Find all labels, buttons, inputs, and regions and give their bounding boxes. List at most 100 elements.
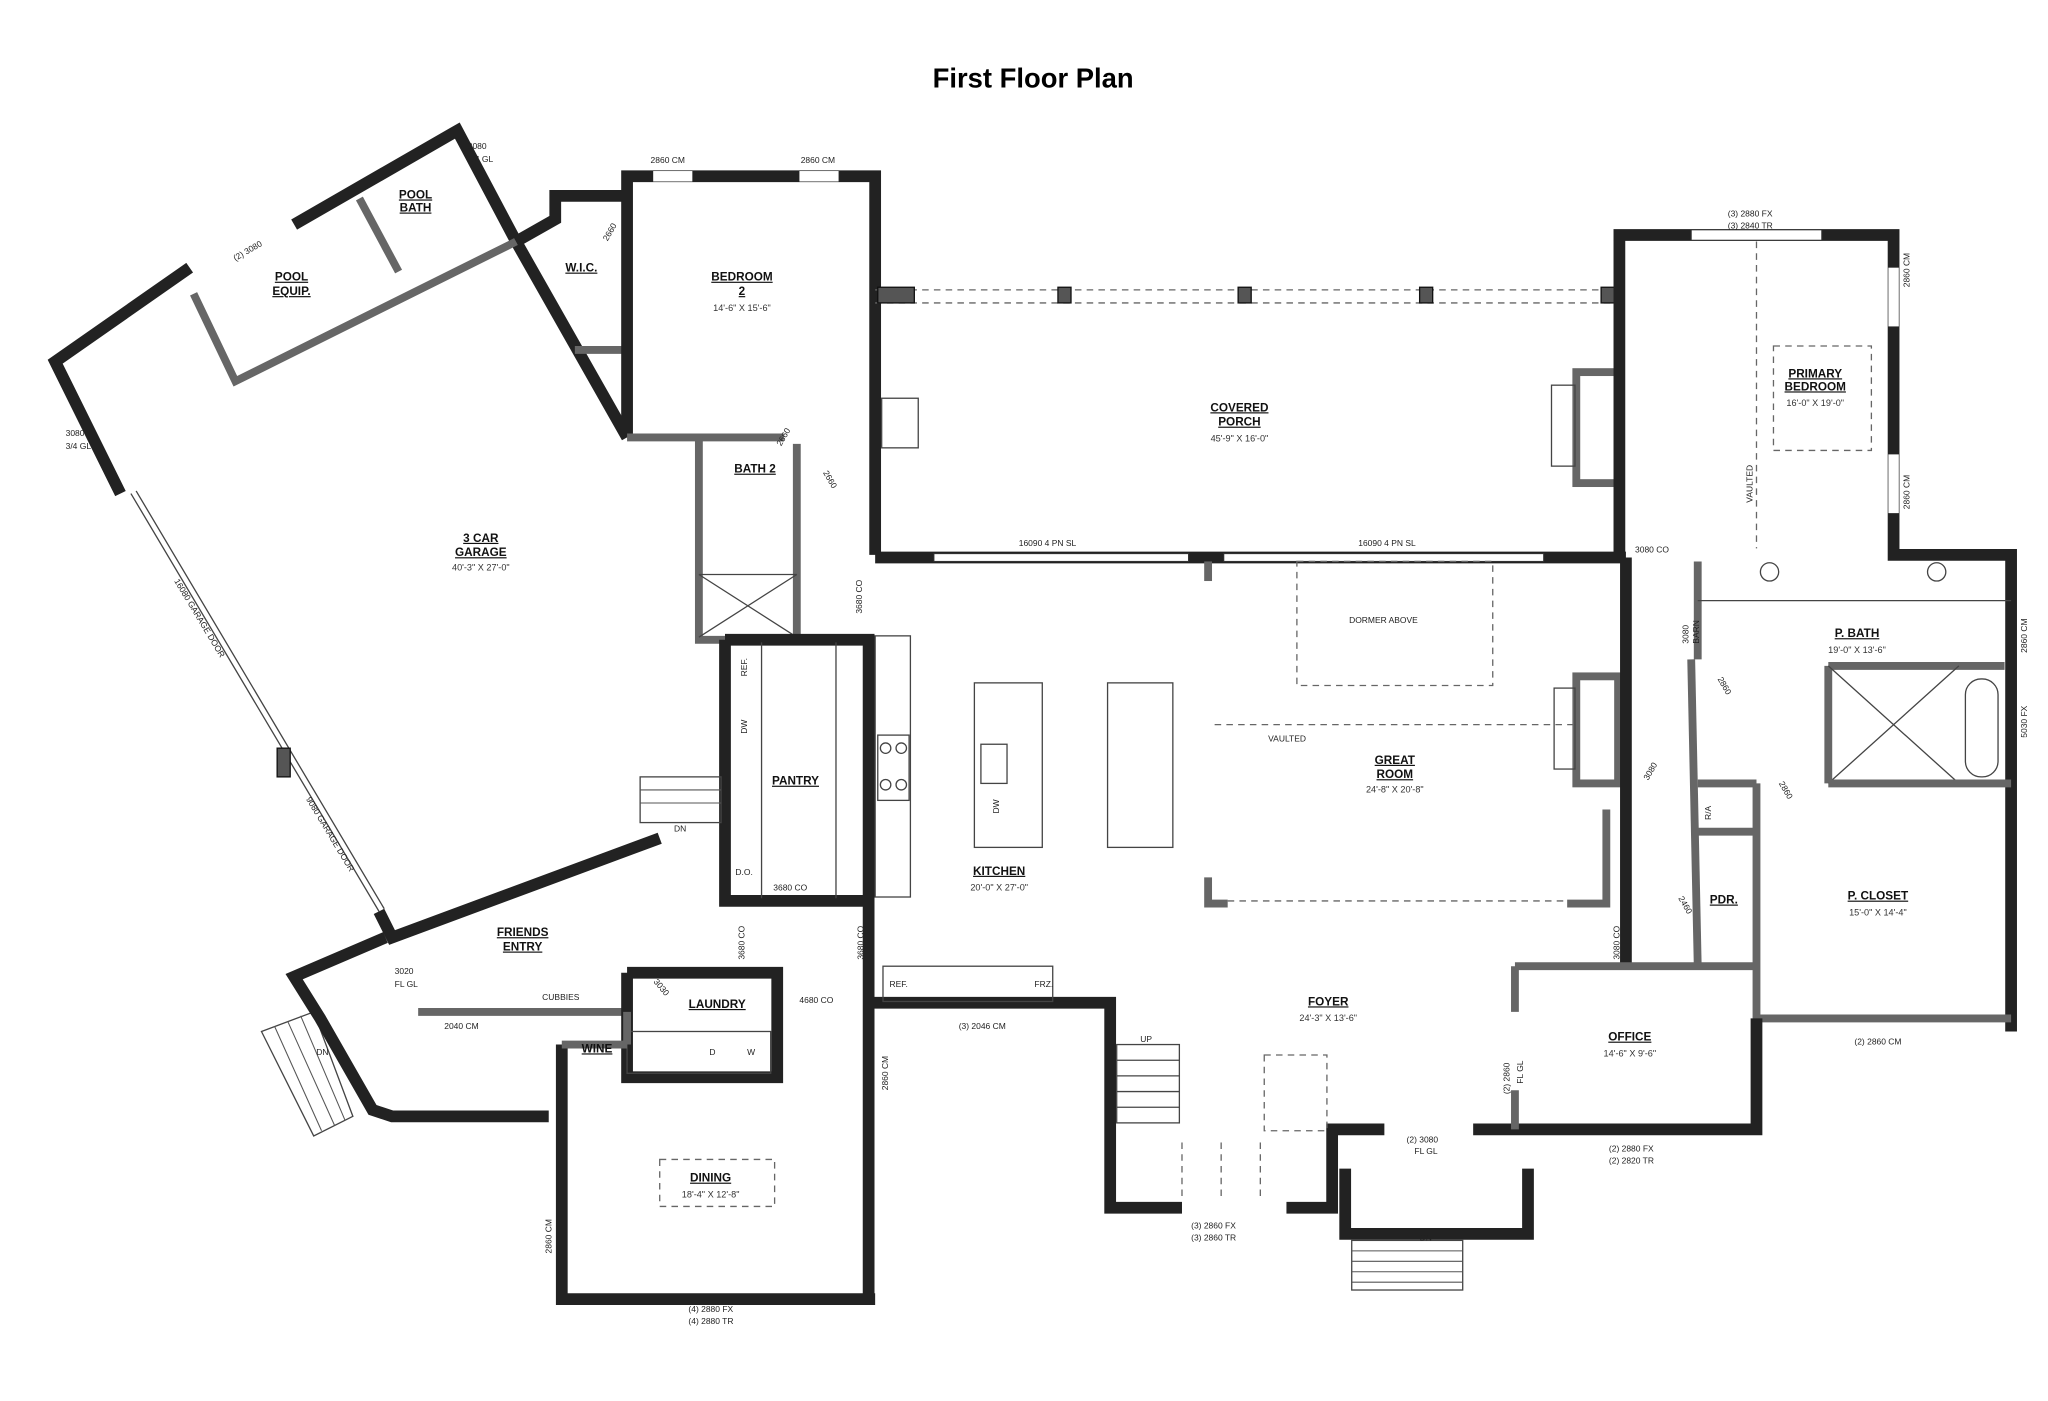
room-friends-entry: FRIENDS ENTRY (497, 926, 549, 953)
door-label: 3680 CO (855, 925, 865, 959)
room-name: BEDROOM (1785, 380, 1846, 393)
label: REF. (890, 979, 908, 989)
door-label: 16090 4 PN SL (1358, 538, 1416, 548)
door-label: 2860 (1716, 675, 1734, 697)
door-label: 3080 (66, 428, 85, 438)
window-label: 2860 CM (651, 155, 685, 165)
label: W (747, 1047, 755, 1057)
room-office: OFFICE 14'-6" X 9'-6" (1604, 1031, 1657, 1059)
room-bath-2: BATH 2 (734, 463, 776, 476)
room-name: PORCH (1218, 416, 1260, 429)
door-label: 3080 (468, 141, 487, 151)
window-label: (3) 2046 CM (959, 1021, 1006, 1031)
note: VAULTED (1268, 734, 1306, 744)
window-label: (2) 2860 CM (1854, 1037, 1901, 1047)
room-name: 2 (739, 285, 746, 298)
label: DN (1420, 1232, 1432, 1242)
door-label: 3080 CO (1611, 925, 1621, 959)
room-wine: WINE (582, 1042, 613, 1055)
room-name: BATH 2 (734, 463, 776, 476)
door-label: 2660 (774, 426, 792, 448)
room-name: P. CLOSET (1848, 890, 1909, 903)
door-label: 3080 (1681, 625, 1691, 644)
label: REF. (739, 658, 749, 676)
room-name: WINE (582, 1042, 613, 1055)
room-dims: 24'-8" X 20'-8" (1366, 785, 1424, 795)
walls (47, 122, 2017, 1306)
stairs (260, 776, 1464, 1291)
label: DN (316, 1047, 328, 1057)
room-p-closet: P. CLOSET 15'-0" X 14'-4" (1848, 890, 1909, 918)
door-label: 16090 4 PN SL (1019, 538, 1077, 548)
door-label: (2) 3080 (231, 238, 264, 263)
door-label: (2) 3080 (1407, 1134, 1439, 1144)
door-label: FL GL (1515, 1060, 1525, 1084)
door-label: 2860 (1777, 779, 1795, 801)
window-label: 2860 CM (1901, 475, 1911, 509)
window-label: (4) 2880 FX (688, 1304, 733, 1314)
room-wic: W.I.C. (565, 262, 597, 275)
room-dims: 20'-0" X 27'-0" (970, 882, 1028, 892)
label: DN (674, 824, 686, 834)
window-label: (2) 2880 FX (1609, 1144, 1654, 1154)
window-label: 2040 CM (444, 1021, 478, 1031)
window-label: (3) 2860 FX (1191, 1221, 1236, 1231)
door-label: 3030 (652, 977, 672, 998)
door-label: 2660 (601, 221, 619, 243)
door-label: 3680 CO (773, 882, 807, 892)
window-label: (3) 2880 FX (1728, 209, 1773, 219)
label: DW (739, 720, 749, 734)
room-name: 3 CAR (463, 532, 499, 545)
door-label: 2460 (1676, 894, 1694, 916)
door-label: 3080 (1641, 760, 1659, 782)
room-name: FOYER (1308, 995, 1349, 1008)
window-label: (3) 2860 TR (1191, 1232, 1236, 1242)
window-label: 2860 CM (880, 1056, 890, 1090)
room-name: PANTRY (772, 775, 819, 788)
room-name: PRIMARY (1788, 367, 1842, 380)
window-label: 2860 CM (543, 1219, 553, 1253)
door-label: 2660 (821, 469, 839, 491)
room-pdr: PDR. (1710, 894, 1738, 907)
room-dims: 16'-0" X 19'-0" (1786, 398, 1844, 408)
room-kitchen: KITCHEN 20'-0" X 27'-0" (970, 865, 1028, 893)
label: R/A (1703, 806, 1713, 820)
door-label: (2) 2860 (1502, 1062, 1512, 1094)
room-dims: 24'-3" X 13'-6" (1299, 1013, 1357, 1023)
door-label: 3020 (395, 966, 414, 976)
room-name: BATH (400, 202, 432, 215)
room-dims: 15'-0" X 14'-4" (1849, 907, 1907, 917)
window-label: (2) 2820 TR (1609, 1155, 1654, 1165)
room-name: OFFICE (1608, 1031, 1651, 1044)
label: DW (991, 799, 1001, 813)
room-name: ROOM (1377, 768, 1414, 781)
door-label: 3080 CO (1635, 544, 1669, 554)
room-dims: 45'-9" X 16'-0" (1211, 433, 1269, 443)
label: CUBBIES (542, 992, 580, 1002)
room-name: EQUIP. (272, 285, 310, 298)
note: VAULTED (1745, 465, 1755, 503)
room-dims: 19'-0" X 13'-6" (1828, 645, 1886, 655)
room-foyer: FOYER 24'-3" X 13'-6" (1299, 995, 1357, 1023)
room-name: POOL (399, 188, 432, 201)
door-label: 4680 CO (799, 995, 833, 1005)
label: D (709, 1047, 715, 1057)
room-name: KITCHEN (973, 865, 1025, 878)
room-dims: 14'-6" X 9'-6" (1604, 1048, 1657, 1058)
room-name: W.I.C. (565, 262, 597, 275)
room-name: BEDROOM (711, 271, 772, 284)
door-label: 16080 GARAGE DOOR (172, 577, 227, 659)
room-name: ENTRY (503, 941, 543, 954)
room-name: FRIENDS (497, 926, 549, 939)
label: D.O. (735, 867, 752, 877)
